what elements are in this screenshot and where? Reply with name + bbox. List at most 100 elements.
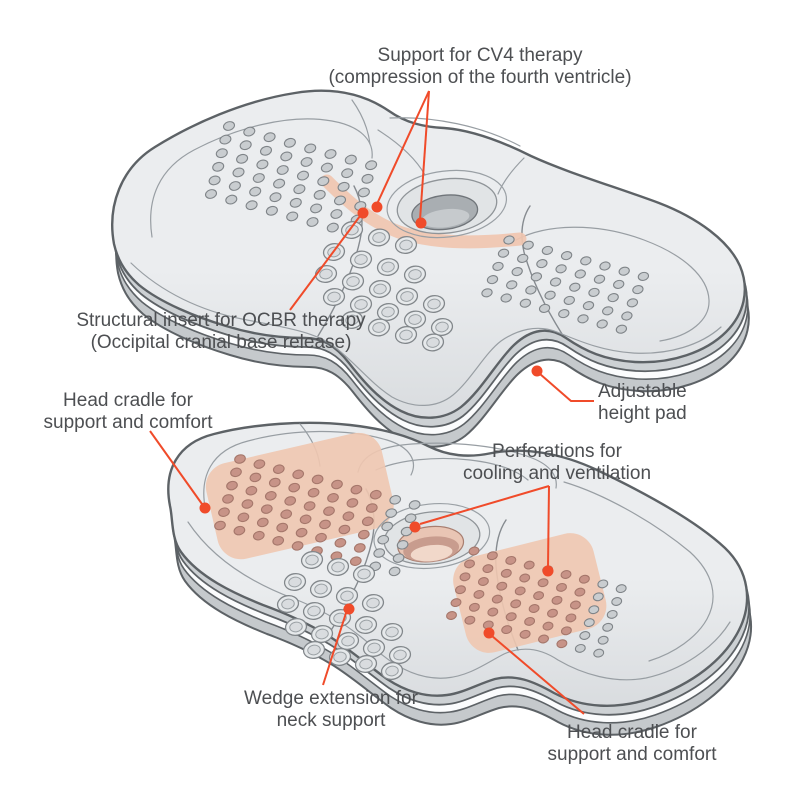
perforation-hole bbox=[510, 599, 522, 609]
label-line: Perforations for bbox=[492, 441, 622, 462]
perforation-hole bbox=[353, 543, 366, 553]
top-pillow-illustration bbox=[111, 89, 750, 448]
perforation-hole bbox=[334, 538, 347, 548]
perforation-hole bbox=[372, 322, 386, 333]
perforation-hole bbox=[249, 472, 262, 483]
perforation-hole bbox=[293, 184, 306, 195]
perforation-hole bbox=[337, 181, 350, 192]
perforation-hole bbox=[536, 259, 548, 269]
perforation-hole bbox=[544, 290, 556, 300]
perforation-hole bbox=[357, 187, 370, 198]
perforation-hole bbox=[333, 195, 347, 206]
perforation-hole bbox=[326, 222, 339, 233]
perforation-hole bbox=[491, 594, 503, 604]
perforation-hole bbox=[381, 306, 395, 318]
perforation-hole bbox=[400, 291, 414, 302]
perforation-hole bbox=[615, 584, 627, 594]
perforation-hole bbox=[299, 514, 312, 525]
perforation-hole bbox=[613, 279, 625, 289]
perforation-hole bbox=[574, 643, 586, 653]
perforation-hole bbox=[530, 272, 543, 282]
perforation-hole bbox=[388, 566, 401, 577]
perforation-hole bbox=[305, 554, 319, 566]
perforation-hole bbox=[286, 211, 299, 222]
perforation-hole bbox=[268, 477, 281, 488]
perforation-hole bbox=[588, 605, 600, 615]
perforation-hole bbox=[569, 282, 581, 292]
perforation-hole bbox=[314, 583, 328, 595]
perforation-hole bbox=[222, 121, 236, 131]
perforation-hole bbox=[399, 329, 413, 341]
perforation-hole bbox=[500, 568, 512, 578]
label-ocbr-insert: Structural insert for OCBR therapy (Occi… bbox=[76, 310, 365, 353]
label-line: Head cradle for bbox=[63, 390, 193, 411]
callout-dot bbox=[531, 365, 543, 377]
perforation-hole bbox=[522, 240, 534, 250]
label-line: support and comfort bbox=[43, 411, 213, 433]
callout-line-ocbr bbox=[289, 215, 361, 311]
perforation-hole bbox=[239, 140, 252, 151]
perforation-hole bbox=[315, 628, 329, 640]
perforation-hole bbox=[234, 454, 246, 464]
perforation-hole bbox=[577, 314, 589, 324]
perforation-hole bbox=[593, 274, 606, 284]
perforation-hole bbox=[588, 287, 600, 297]
callout-line-cradle-bottom bbox=[491, 635, 585, 715]
cv4-hole bbox=[373, 503, 491, 570]
perforation-hole bbox=[357, 529, 370, 540]
perforation-hole bbox=[519, 629, 531, 639]
perforation-hole bbox=[560, 626, 572, 636]
perforation-hole bbox=[272, 536, 285, 546]
perforation-hole bbox=[560, 570, 572, 579]
perforation-hole bbox=[222, 494, 234, 504]
perforation-hole bbox=[218, 507, 230, 517]
perforation-hole bbox=[324, 149, 337, 159]
perforation-hole bbox=[547, 608, 558, 618]
perforation-hole bbox=[511, 267, 523, 277]
label-head-cradle-top: Head cradle for support and comfort bbox=[44, 390, 213, 433]
pillow-body bbox=[111, 89, 747, 419]
perforation-hole bbox=[597, 579, 609, 589]
perforation-hole bbox=[232, 167, 245, 178]
perforation-hole bbox=[233, 525, 246, 536]
perforation-hole bbox=[464, 559, 475, 569]
perforation-hole bbox=[538, 634, 549, 644]
perforation-hole bbox=[599, 261, 611, 271]
perforation-hole bbox=[243, 126, 256, 137]
perforation-hole bbox=[408, 269, 422, 280]
perforation-hole bbox=[618, 266, 630, 276]
callout-dot bbox=[415, 217, 427, 229]
perforation-hole bbox=[338, 524, 351, 535]
perforation-hole bbox=[330, 209, 343, 219]
perforation-hole bbox=[319, 268, 333, 280]
callout-lines bbox=[149, 90, 594, 715]
label-line: Structural insert for OCBR therapy bbox=[76, 310, 366, 331]
perforation-hole bbox=[361, 516, 374, 527]
label-line: (Occipital cranial base release) bbox=[90, 331, 352, 353]
perforation-hole bbox=[450, 598, 462, 608]
perforation-hole bbox=[354, 299, 368, 310]
perforation-hole bbox=[602, 306, 614, 316]
perforation-hole bbox=[481, 288, 493, 298]
perforation-hole bbox=[359, 658, 373, 670]
perforation-hole bbox=[555, 264, 567, 274]
perforation-hole bbox=[525, 285, 537, 295]
perforation-hole bbox=[519, 573, 531, 583]
label-line: Head cradle for bbox=[567, 722, 697, 743]
perforation-hole bbox=[263, 132, 276, 143]
callout-dot bbox=[483, 627, 495, 639]
perforation-hole bbox=[560, 251, 573, 261]
perforation-hole bbox=[408, 314, 422, 325]
label-perforations: Perforations for cooling and ventilation bbox=[463, 441, 651, 484]
perforation-hole bbox=[307, 487, 320, 498]
perforation-hole bbox=[333, 651, 347, 663]
perforation-hole bbox=[500, 293, 512, 303]
perforation-grid-bottom-right bbox=[446, 546, 627, 658]
perforation-hole bbox=[280, 151, 293, 162]
perforation-hole bbox=[580, 256, 592, 266]
perforation-hole bbox=[468, 602, 480, 612]
perforation-hole bbox=[208, 175, 221, 186]
perforation-hole bbox=[583, 618, 595, 628]
perforation-hole bbox=[569, 600, 581, 610]
perforation-hole bbox=[295, 527, 308, 538]
